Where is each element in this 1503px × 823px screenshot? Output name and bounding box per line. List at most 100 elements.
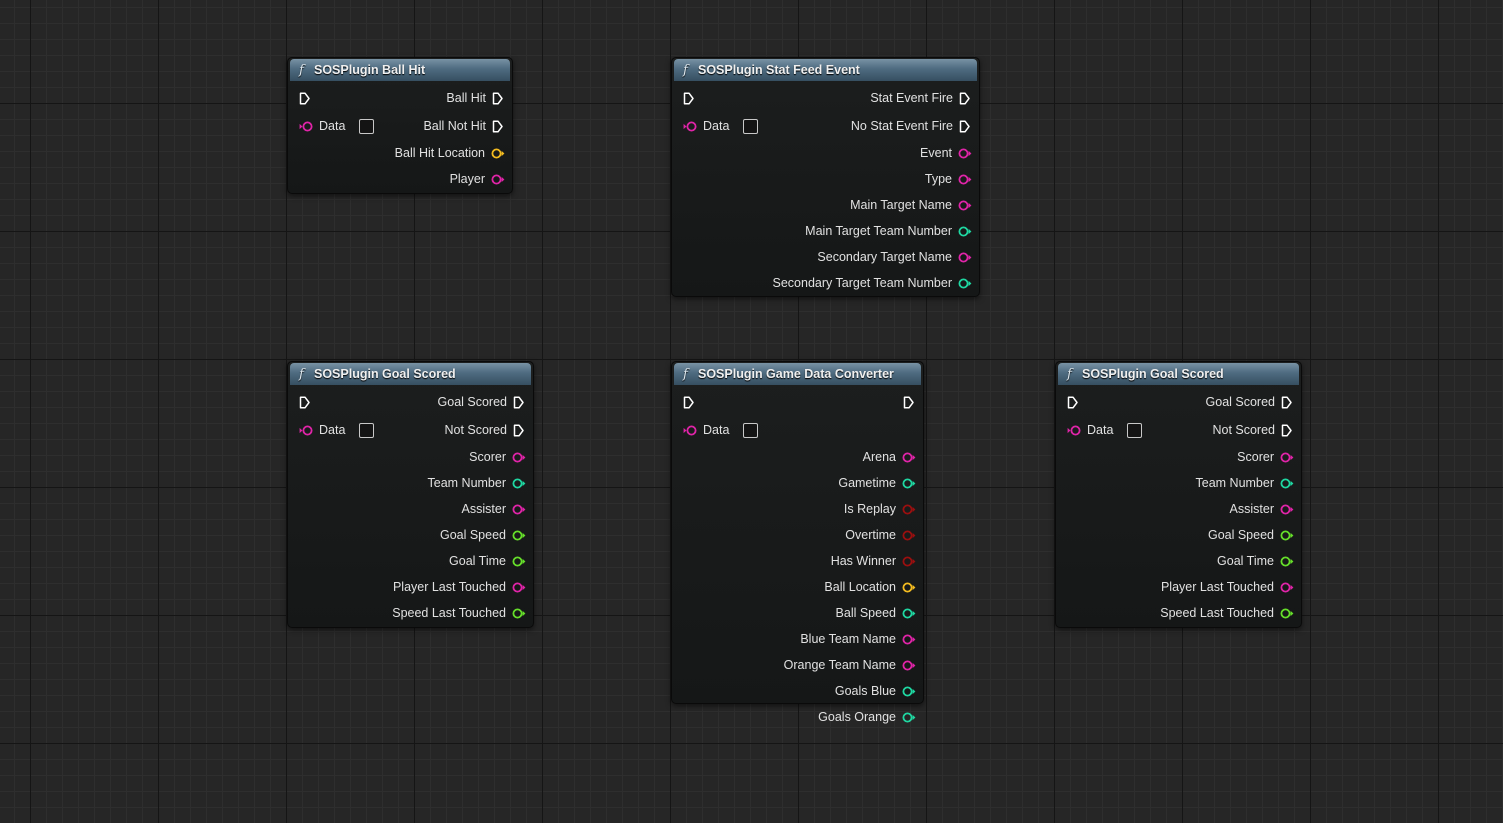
exec-pin-icon	[492, 91, 503, 105]
output-pin-goals-orange[interactable]: Goals Orange	[818, 709, 916, 725]
output-pin-ball-speed[interactable]: Ball Speed	[836, 605, 916, 621]
data-checkbox[interactable]	[743, 118, 759, 134]
struct-pin-icon	[683, 425, 697, 436]
float-pin-icon	[512, 608, 526, 619]
output-pin-has-winner[interactable]: Has Winner	[831, 553, 916, 569]
output-pin-not-scored[interactable]: Not Scored	[1212, 422, 1292, 438]
output-pin-orange-team-name[interactable]: Orange Team Name	[784, 657, 916, 673]
data-input-pin[interactable]: Data	[299, 422, 375, 438]
output-pin-goal-speed[interactable]: Goal Speed	[439, 527, 526, 543]
pin-label: Ball Not Hit	[423, 119, 486, 133]
output-pin-ball-hit-location[interactable]: Ball Hit Location	[394, 145, 505, 161]
output-pin-arena[interactable]: Arena	[863, 449, 916, 465]
output-pin-goal-time[interactable]: Goal Time	[1217, 553, 1294, 569]
output-pin-type[interactable]: Type	[925, 171, 972, 187]
output-pin-team-number[interactable]: Team Number	[427, 475, 526, 491]
node-header[interactable]: f SOSPlugin Stat Feed Event	[674, 59, 977, 81]
output-pin-goals-blue[interactable]: Goals Blue	[835, 683, 916, 699]
data-checkbox[interactable]	[1127, 422, 1143, 438]
pin-label: Team Number	[1195, 476, 1275, 490]
data-checkbox[interactable]	[359, 118, 375, 134]
output-pin-is-replay[interactable]: Is Replay	[843, 501, 916, 517]
exec-input-pin[interactable]	[683, 91, 694, 105]
pin-label: Scorer	[1237, 450, 1274, 464]
function-icon: f	[683, 62, 688, 78]
pin-label: Scorer	[469, 450, 506, 464]
output-pin-assister[interactable]: Assister	[1230, 501, 1294, 517]
output-pin-stat-event-fire[interactable]: Stat Event Fire	[870, 90, 970, 106]
output-pin-speed-last-touched[interactable]: Speed Last Touched	[1160, 605, 1294, 621]
output-pin-scorer[interactable]: Scorer	[1237, 449, 1294, 465]
exec-pin-icon	[1067, 395, 1078, 409]
node-title: SOSPlugin Stat Feed Event	[698, 63, 860, 77]
vector-pin-icon	[902, 582, 916, 593]
exec-input-pin[interactable]	[1067, 395, 1078, 409]
struct-pin-icon	[958, 174, 972, 185]
output-pin-ball-location[interactable]: Ball Location	[824, 579, 916, 595]
data-input-pin[interactable]: Data	[1067, 422, 1143, 438]
struct-pin-icon	[902, 634, 916, 645]
output-pin-player-last-touched[interactable]: Player Last Touched	[1161, 579, 1294, 595]
output-pin-exec-out[interactable]	[903, 394, 914, 410]
output-pin-secondary-target-name[interactable]: Secondary Target Name	[817, 249, 972, 265]
pin-label: Is Replay	[843, 502, 896, 516]
output-pin-goal-speed[interactable]: Goal Speed	[1208, 527, 1294, 543]
struct-pin-icon	[958, 148, 972, 159]
exec-pin-icon	[299, 91, 310, 105]
exec-input-pin[interactable]	[299, 91, 310, 105]
exec-pin-icon	[299, 395, 310, 409]
node-title: SOSPlugin Ball Hit	[314, 63, 426, 77]
struct-pin-icon	[491, 174, 505, 185]
output-pin-player[interactable]: Player	[449, 171, 505, 187]
output-pin-ball-hit[interactable]: Ball Hit	[446, 90, 503, 106]
data-input-pin[interactable]: Data	[299, 118, 375, 134]
output-pin-ball-not-hit[interactable]: Ball Not Hit	[423, 118, 503, 134]
exec-pin-icon	[1281, 423, 1292, 437]
output-pin-goal-scored[interactable]: Goal Scored	[438, 394, 524, 410]
struct-pin-icon	[1280, 582, 1294, 593]
output-pin-main-target-name[interactable]: Main Target Name	[850, 197, 972, 213]
data-checkbox[interactable]	[743, 422, 759, 438]
function-icon: f	[1067, 366, 1072, 382]
pin-label: Team Number	[427, 476, 507, 490]
pin-label: Ball Hit Location	[394, 146, 485, 160]
struct-pin-icon	[512, 452, 526, 463]
pin-label: Goal Time	[1217, 554, 1274, 568]
output-pin-player-last-touched[interactable]: Player Last Touched	[392, 579, 526, 595]
data-input-pin[interactable]: Data	[683, 422, 759, 438]
output-pin-team-number[interactable]: Team Number	[1195, 475, 1294, 491]
node-title: SOSPlugin Game Data Converter	[698, 367, 894, 381]
output-pin-secondary-target-team-number[interactable]: Secondary Target Team Number	[773, 275, 972, 291]
output-pin-main-target-team-number[interactable]: Main Target Team Number	[805, 223, 972, 239]
data-checkbox[interactable]	[359, 422, 375, 438]
output-pin-assister[interactable]: Assister	[462, 501, 526, 517]
exec-pin-icon	[959, 119, 970, 133]
exec-input-pin[interactable]	[299, 395, 310, 409]
output-pin-overtime[interactable]: Overtime	[845, 527, 916, 543]
output-pin-scorer[interactable]: Scorer	[469, 449, 526, 465]
output-pin-not-scored[interactable]: Not Scored	[444, 422, 524, 438]
pin-label: Data	[319, 119, 346, 133]
exec-pin-icon	[492, 119, 503, 133]
output-pin-speed-last-touched[interactable]: Speed Last Touched	[392, 605, 526, 621]
output-pin-no-stat-event-fire[interactable]: No Stat Event Fire	[851, 118, 970, 134]
pin-label: Goal Speed	[439, 528, 506, 542]
output-pin-blue-team-name[interactable]: Blue Team Name	[800, 631, 916, 647]
output-pin-event[interactable]: Event	[920, 145, 972, 161]
output-pin-goal-scored[interactable]: Goal Scored	[1206, 394, 1292, 410]
output-pin-gametime[interactable]: Gametime	[838, 475, 916, 491]
exec-input-pin[interactable]	[683, 395, 694, 409]
pin-label: Player Last Touched	[392, 580, 506, 594]
data-input-pin[interactable]: Data	[683, 118, 759, 134]
output-pin-goal-time[interactable]: Goal Time	[449, 553, 526, 569]
pin-label: Player	[449, 172, 485, 186]
